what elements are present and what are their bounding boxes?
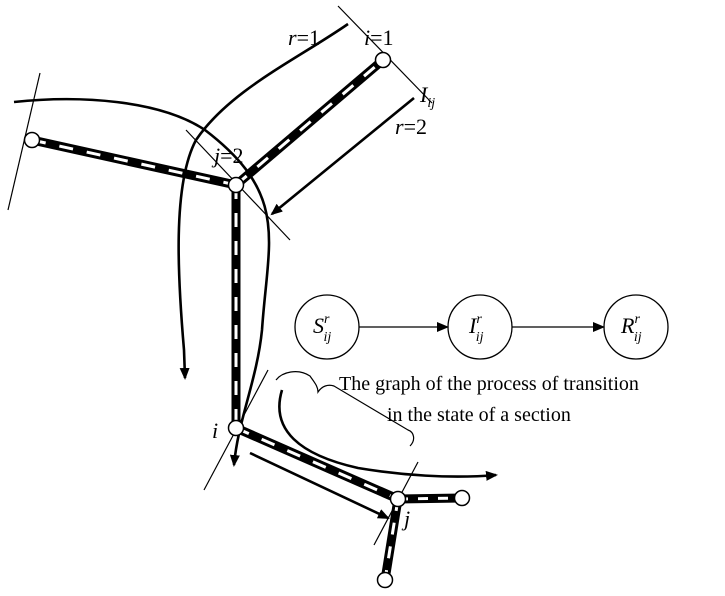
label-j2: j=2 <box>211 143 244 168</box>
state-r <box>603 294 669 360</box>
node-stub-right <box>453 489 471 507</box>
direction-arrows <box>249 96 415 520</box>
label-iij: Iij <box>419 82 435 111</box>
node-j-lower <box>389 490 407 508</box>
label-j-lower: j <box>401 506 410 531</box>
label-r2: r=2 <box>395 114 427 139</box>
label-i1: i=1 <box>364 25 394 50</box>
state-i <box>447 294 513 360</box>
arrow-r2 <box>270 96 415 216</box>
flow-curve-lower <box>278 389 498 481</box>
flow-curves <box>13 22 498 481</box>
flow-curve-r1 <box>177 22 349 380</box>
node-j2 <box>227 176 245 194</box>
network-segments <box>31 56 463 581</box>
segment-left <box>31 135 237 190</box>
arrow-lower <box>249 451 390 520</box>
caption-line-2: in the state of a section <box>387 404 571 426</box>
section-boundaries <box>7 5 433 546</box>
segment-stub-down <box>380 498 403 581</box>
nodes <box>23 51 471 589</box>
label-i-lower: i <box>212 418 218 443</box>
node-i1 <box>374 51 392 69</box>
node-left <box>23 131 41 149</box>
section-brace <box>275 371 415 447</box>
node-stub-down <box>376 571 394 589</box>
label-r1: r=1 <box>288 25 320 50</box>
caption-line-1: The graph of the process of transition <box>339 373 639 395</box>
segment-upper-right <box>233 56 386 189</box>
node-i-lower <box>227 419 245 437</box>
segment-stub-right <box>397 493 463 504</box>
state-s <box>294 294 360 360</box>
segment-lower <box>234 423 400 504</box>
flow-curve-left <box>13 97 271 467</box>
